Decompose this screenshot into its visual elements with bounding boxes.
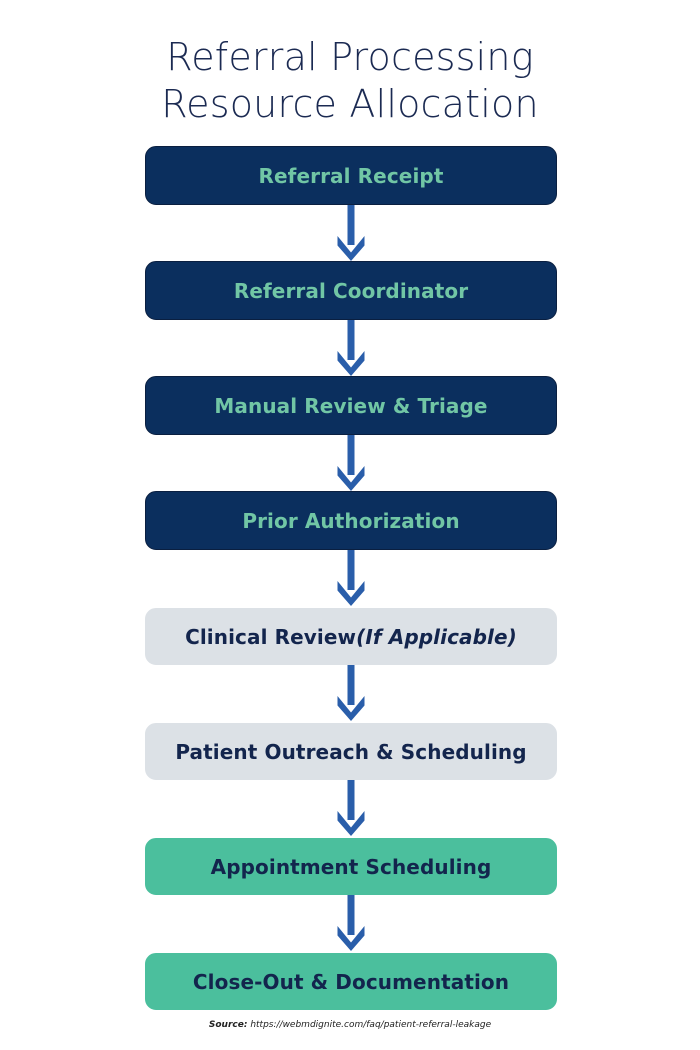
flow-node-label: Clinical Review: [185, 624, 357, 649]
flow-step: Patient Outreach & Scheduling: [145, 723, 557, 780]
flow-connector-6: [145, 780, 557, 838]
source-label: Source:: [208, 1020, 248, 1030]
arrow-down-icon: [337, 205, 365, 261]
flow-node-6[interactable]: Patient Outreach & Scheduling: [145, 723, 557, 780]
flow-node-1[interactable]: Referral Receipt: [145, 146, 557, 205]
flow-connector-3: [145, 435, 557, 491]
source-credit: Source: https://webmdignite.com/faq/pati…: [0, 1020, 700, 1030]
arrow-down-icon: [337, 320, 365, 376]
page-title: Referral Processing Resource Allocation: [161, 35, 539, 126]
arrow-down-icon: [337, 780, 365, 836]
flow-step: Referral Receipt: [145, 146, 557, 205]
flow-connector-2: [145, 320, 557, 376]
flow-node-2[interactable]: Referral Coordinator: [145, 261, 557, 320]
flow-connector-4: [145, 550, 557, 608]
flow-node-7[interactable]: Appointment Scheduling: [145, 838, 557, 895]
flow-connector-1: [145, 205, 557, 261]
flow-node-label: Prior Authorization: [242, 508, 460, 533]
source-url: https://webmdignite.com/faq/patient-refe…: [250, 1020, 492, 1030]
flow-step: Manual Review & Triage: [145, 376, 557, 435]
flow-step: Clinical Review (If Applicable): [145, 608, 557, 665]
flow-node-5[interactable]: Clinical Review (If Applicable): [145, 608, 557, 665]
flow-node-label: Patient Outreach & Scheduling: [175, 739, 527, 764]
flow-node-label: Manual Review & Triage: [214, 393, 488, 418]
flow-step: Prior Authorization: [145, 491, 557, 550]
flow-node-label: Close-Out & Documentation: [192, 969, 510, 994]
arrow-down-icon: [337, 895, 365, 951]
flow-step: Close-Out & Documentation: [145, 953, 557, 1010]
flow-step: Appointment Scheduling: [145, 838, 557, 895]
flow-node-4[interactable]: Prior Authorization: [145, 491, 557, 550]
flow-node-label: Referral Coordinator: [233, 278, 469, 303]
flow-step: Referral Coordinator: [145, 261, 557, 320]
arrow-down-icon: [337, 665, 365, 721]
flow-node-label: Referral Receipt: [258, 163, 444, 188]
flow-node-8[interactable]: Close-Out & Documentation: [145, 953, 557, 1010]
flow-connector-7: [145, 895, 557, 953]
flow-node-label: Appointment Scheduling: [210, 854, 492, 879]
flow-connector-5: [145, 665, 557, 723]
flow-node-label-emphasis: (If Applicable): [356, 624, 517, 649]
arrow-down-icon: [337, 550, 365, 606]
arrow-down-icon: [337, 435, 365, 491]
flow-node-3[interactable]: Manual Review & Triage: [145, 376, 557, 435]
